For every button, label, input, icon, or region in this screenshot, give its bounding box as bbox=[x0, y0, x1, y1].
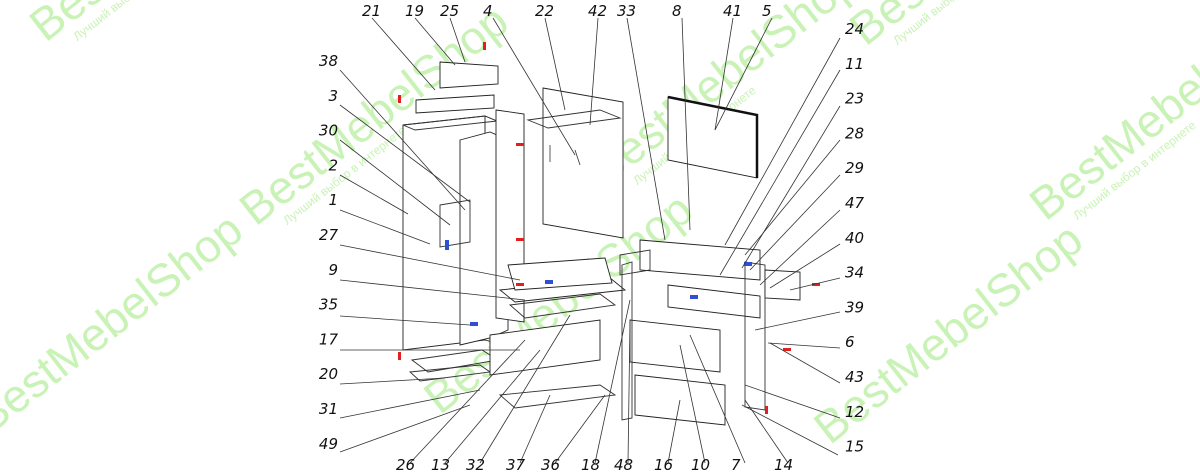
callout-39: 39 bbox=[845, 298, 864, 316]
callout-25: 25 bbox=[440, 2, 459, 20]
callout-35: 35 bbox=[319, 296, 338, 314]
chest-back bbox=[507, 257, 613, 291]
dresser-end-panel bbox=[764, 269, 801, 301]
callout-32: 32 bbox=[466, 456, 485, 474]
callout-15: 15 bbox=[845, 438, 864, 456]
dresser-side bbox=[744, 261, 766, 411]
callout-8: 8 bbox=[672, 2, 682, 20]
callout-40: 40 bbox=[845, 229, 864, 247]
marker bbox=[690, 295, 698, 299]
mirror bbox=[667, 95, 759, 179]
callout-5: 5 bbox=[762, 2, 772, 20]
callout-3: 3 bbox=[328, 87, 338, 105]
callout-22: 22 bbox=[535, 2, 554, 20]
callout-37: 37 bbox=[506, 456, 526, 474]
marker bbox=[445, 240, 449, 250]
marker bbox=[765, 406, 768, 414]
right-dresser bbox=[619, 239, 801, 426]
callout-29: 29 bbox=[845, 159, 864, 177]
callout-13: 13 bbox=[431, 456, 450, 474]
callout-30: 30 bbox=[319, 122, 338, 140]
callout-26: 26 bbox=[396, 456, 415, 474]
dresser-top-drawer bbox=[639, 239, 761, 281]
leader-lines bbox=[339, 17, 841, 464]
mirror-frame bbox=[667, 96, 758, 179]
callout-9: 9 bbox=[328, 261, 338, 279]
cabinet-top-shelf bbox=[415, 94, 495, 114]
hanger-shelf bbox=[526, 109, 622, 129]
wall-hanger-panel bbox=[526, 87, 624, 239]
callout-4: 4 bbox=[483, 2, 493, 20]
marker bbox=[545, 280, 553, 284]
callout-12: 12 bbox=[845, 403, 864, 421]
callout-48: 48 bbox=[614, 456, 633, 474]
callout-6: 6 bbox=[845, 333, 855, 351]
marker bbox=[398, 95, 401, 103]
chest-drawer-front bbox=[489, 319, 601, 376]
marker bbox=[516, 143, 524, 146]
callout-36: 36 bbox=[541, 456, 560, 474]
callout-42: 42 bbox=[588, 2, 607, 20]
callout-43: 43 bbox=[845, 368, 864, 386]
callout-2: 2 bbox=[328, 156, 338, 174]
callout-16: 16 bbox=[654, 456, 673, 474]
marker bbox=[483, 42, 486, 50]
callout-14: 14 bbox=[774, 456, 793, 474]
callout-19: 19 bbox=[405, 2, 424, 20]
dresser-side bbox=[621, 261, 633, 421]
callout-20: 20 bbox=[319, 365, 338, 383]
callout-7: 7 bbox=[731, 456, 741, 474]
hanger-board bbox=[542, 87, 624, 239]
mirror-edge bbox=[667, 95, 759, 178]
callout-23: 23 bbox=[845, 90, 864, 108]
callout-24: 24 bbox=[845, 20, 864, 38]
cabinet-top-cap bbox=[439, 61, 499, 89]
callout-1: 1 bbox=[328, 191, 338, 209]
hardware-marks bbox=[398, 42, 820, 414]
callout-47: 47 bbox=[845, 194, 865, 212]
callout-27: 27 bbox=[319, 226, 339, 244]
dresser-drawer-front bbox=[667, 284, 761, 319]
marker bbox=[744, 262, 752, 266]
marker bbox=[783, 348, 791, 351]
chest-drawer-box bbox=[508, 293, 617, 319]
dresser-corner-cap bbox=[619, 249, 651, 276]
callout-34: 34 bbox=[845, 264, 864, 282]
chest-base bbox=[498, 384, 617, 409]
marker bbox=[470, 322, 478, 326]
marker bbox=[398, 352, 401, 360]
callout-31: 31 bbox=[319, 400, 338, 418]
callout-10: 10 bbox=[691, 456, 710, 474]
callout-38: 38 bbox=[319, 52, 338, 70]
marker bbox=[516, 283, 524, 286]
dresser-drawer-front bbox=[629, 319, 721, 373]
callout-18: 18 bbox=[581, 456, 600, 474]
tall-cabinet bbox=[402, 61, 525, 382]
hanger-hook bbox=[574, 149, 581, 166]
callout-17: 17 bbox=[319, 330, 339, 348]
callout-41: 41 bbox=[723, 2, 742, 20]
callout-21: 21 bbox=[362, 2, 381, 20]
callout-11: 11 bbox=[845, 55, 864, 73]
marker bbox=[516, 238, 524, 241]
callout-49: 49 bbox=[319, 435, 338, 453]
callout-33: 33 bbox=[617, 2, 636, 20]
marker bbox=[812, 283, 820, 286]
cabinet-inner-panel bbox=[439, 199, 471, 248]
callout-28: 28 bbox=[845, 124, 864, 142]
center-chest bbox=[489, 257, 627, 409]
